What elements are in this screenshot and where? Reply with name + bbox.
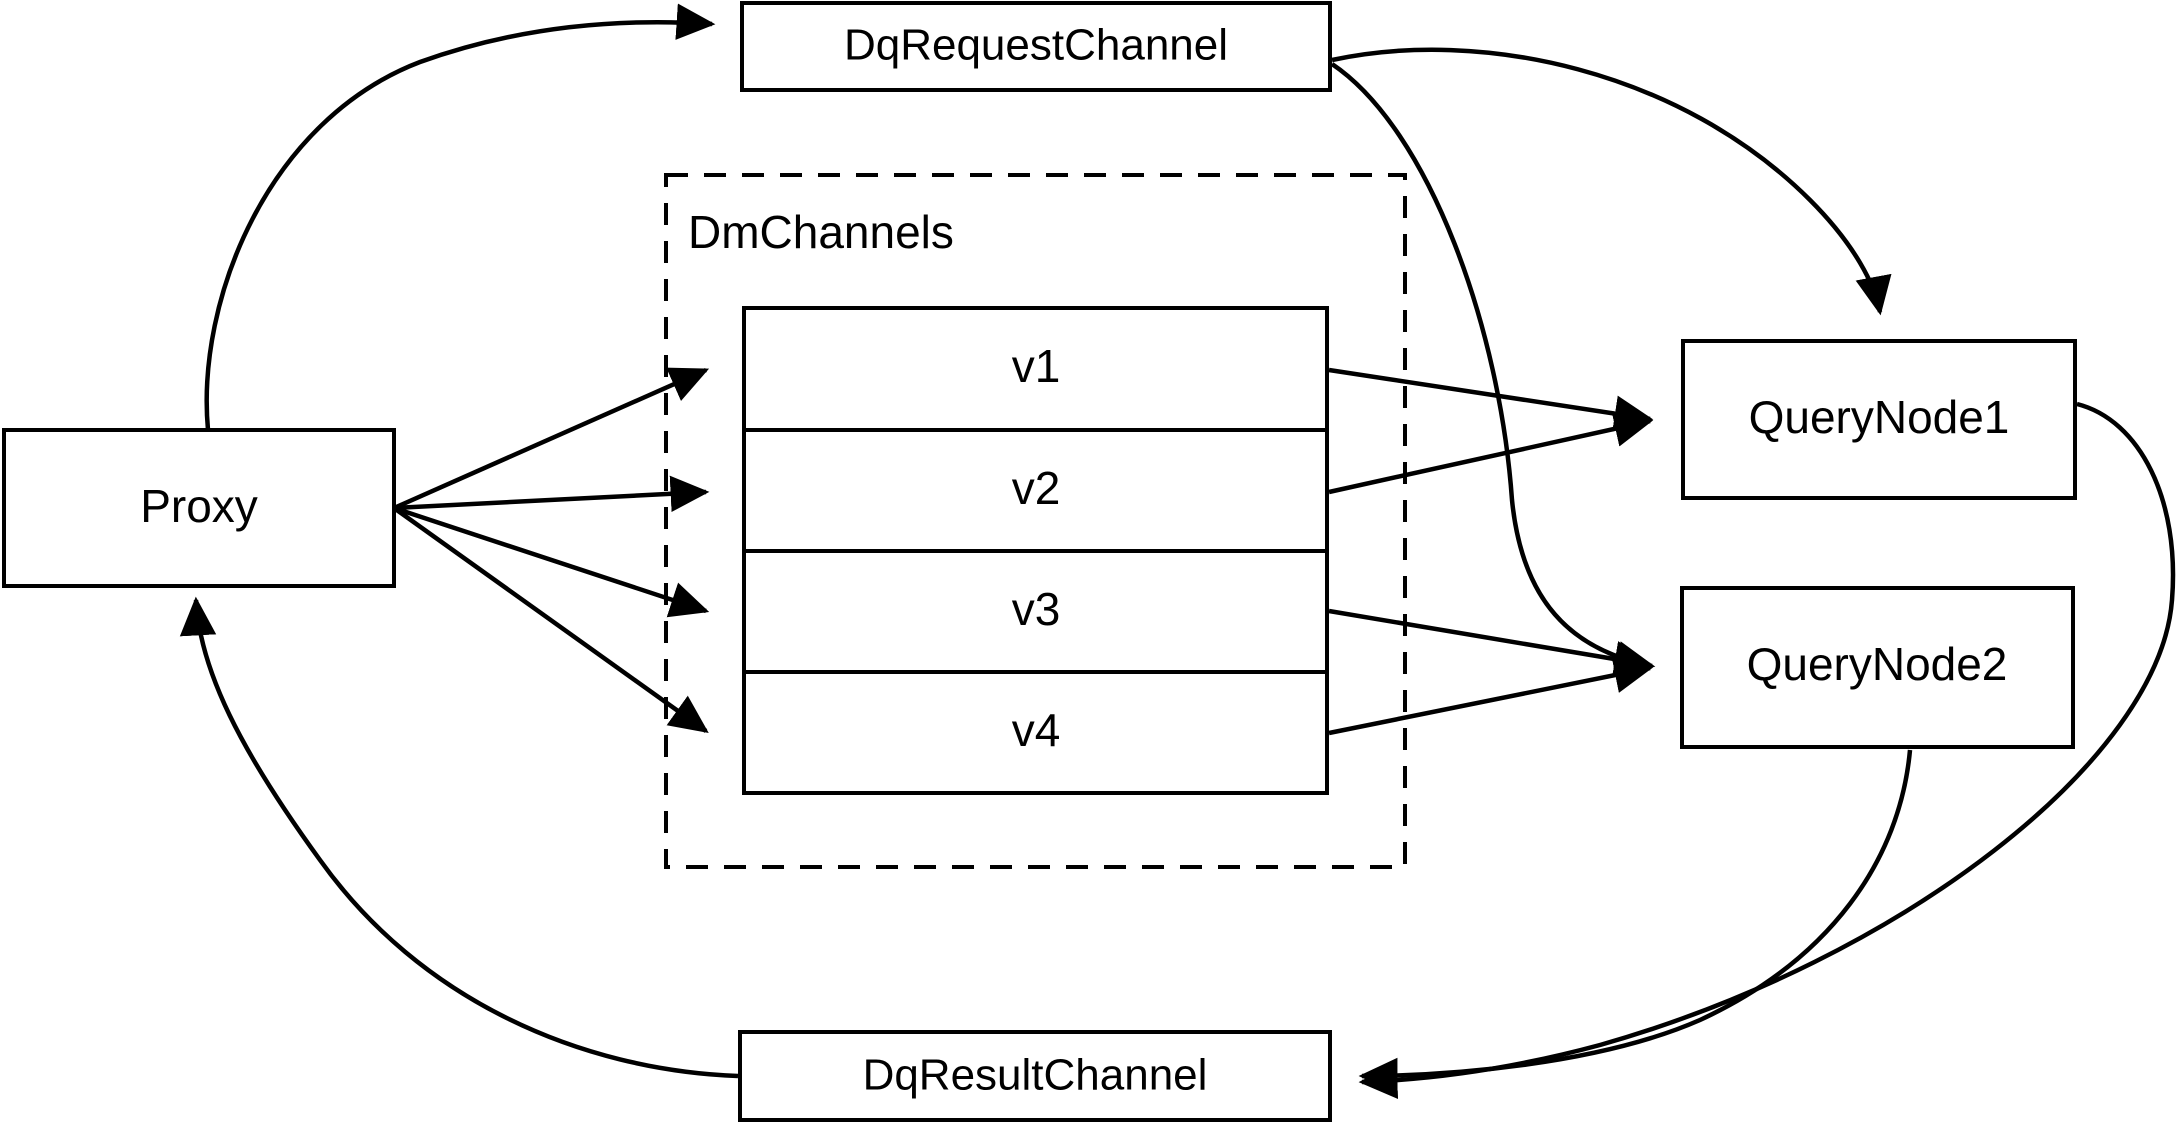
edge-v2-to-querynode1 [1328, 410, 1654, 495]
node-dqrequestchannel-label: DqRequestChannel [844, 21, 1228, 70]
node-dqresultchannel-label: DqResultChannel [863, 1051, 1208, 1100]
channel-row-v2[interactable]: v2 [1012, 462, 1061, 514]
node-proxy-label: Proxy [140, 480, 258, 532]
edge-v1-to-querynode1 [1328, 367, 1654, 432]
dmchannels-group-label: DmChannels [688, 206, 954, 258]
channel-row-v1[interactable]: v1 [1012, 340, 1061, 392]
dmchannels-group-box [664, 173, 1407, 869]
edge-proxy-to-v2 [393, 475, 710, 513]
node-querynode1-label: QueryNode1 [1749, 391, 2010, 443]
node-dqrequestchannel-box[interactable] [740, 1, 1332, 92]
node-querynode2-label: QueryNode2 [1747, 638, 2008, 690]
channel-row-v3[interactable]: v3 [1012, 583, 1061, 635]
edge-dqrequestchannel-to-querynode1 [1331, 47, 1892, 316]
edge-proxy-to-v3 [393, 505, 710, 618]
node-querynode2-box[interactable] [1680, 586, 2075, 749]
node-dqresultchannel-box[interactable] [738, 1030, 1332, 1122]
edge-dqresultchannel-to-proxy [179, 596, 739, 1079]
node-querynode1-box[interactable] [1681, 339, 2077, 500]
edge-querynode2-to-dqresultchannel [1358, 749, 1913, 1095]
edge-proxy-to-v4 [392, 506, 709, 733]
edge-proxy-to-v1 [393, 367, 710, 511]
channel-row-v4[interactable]: v4 [1012, 704, 1061, 756]
edge-v4-to-querynode2 [1328, 657, 1654, 736]
node-proxy-box[interactable] [2, 428, 396, 588]
edge-proxy-to-dqrequestchannel [204, 3, 716, 431]
edge-dqrequestchannel-to-querynode2 [1330, 62, 1656, 678]
edge-v3-to-querynode2 [1328, 608, 1654, 678]
